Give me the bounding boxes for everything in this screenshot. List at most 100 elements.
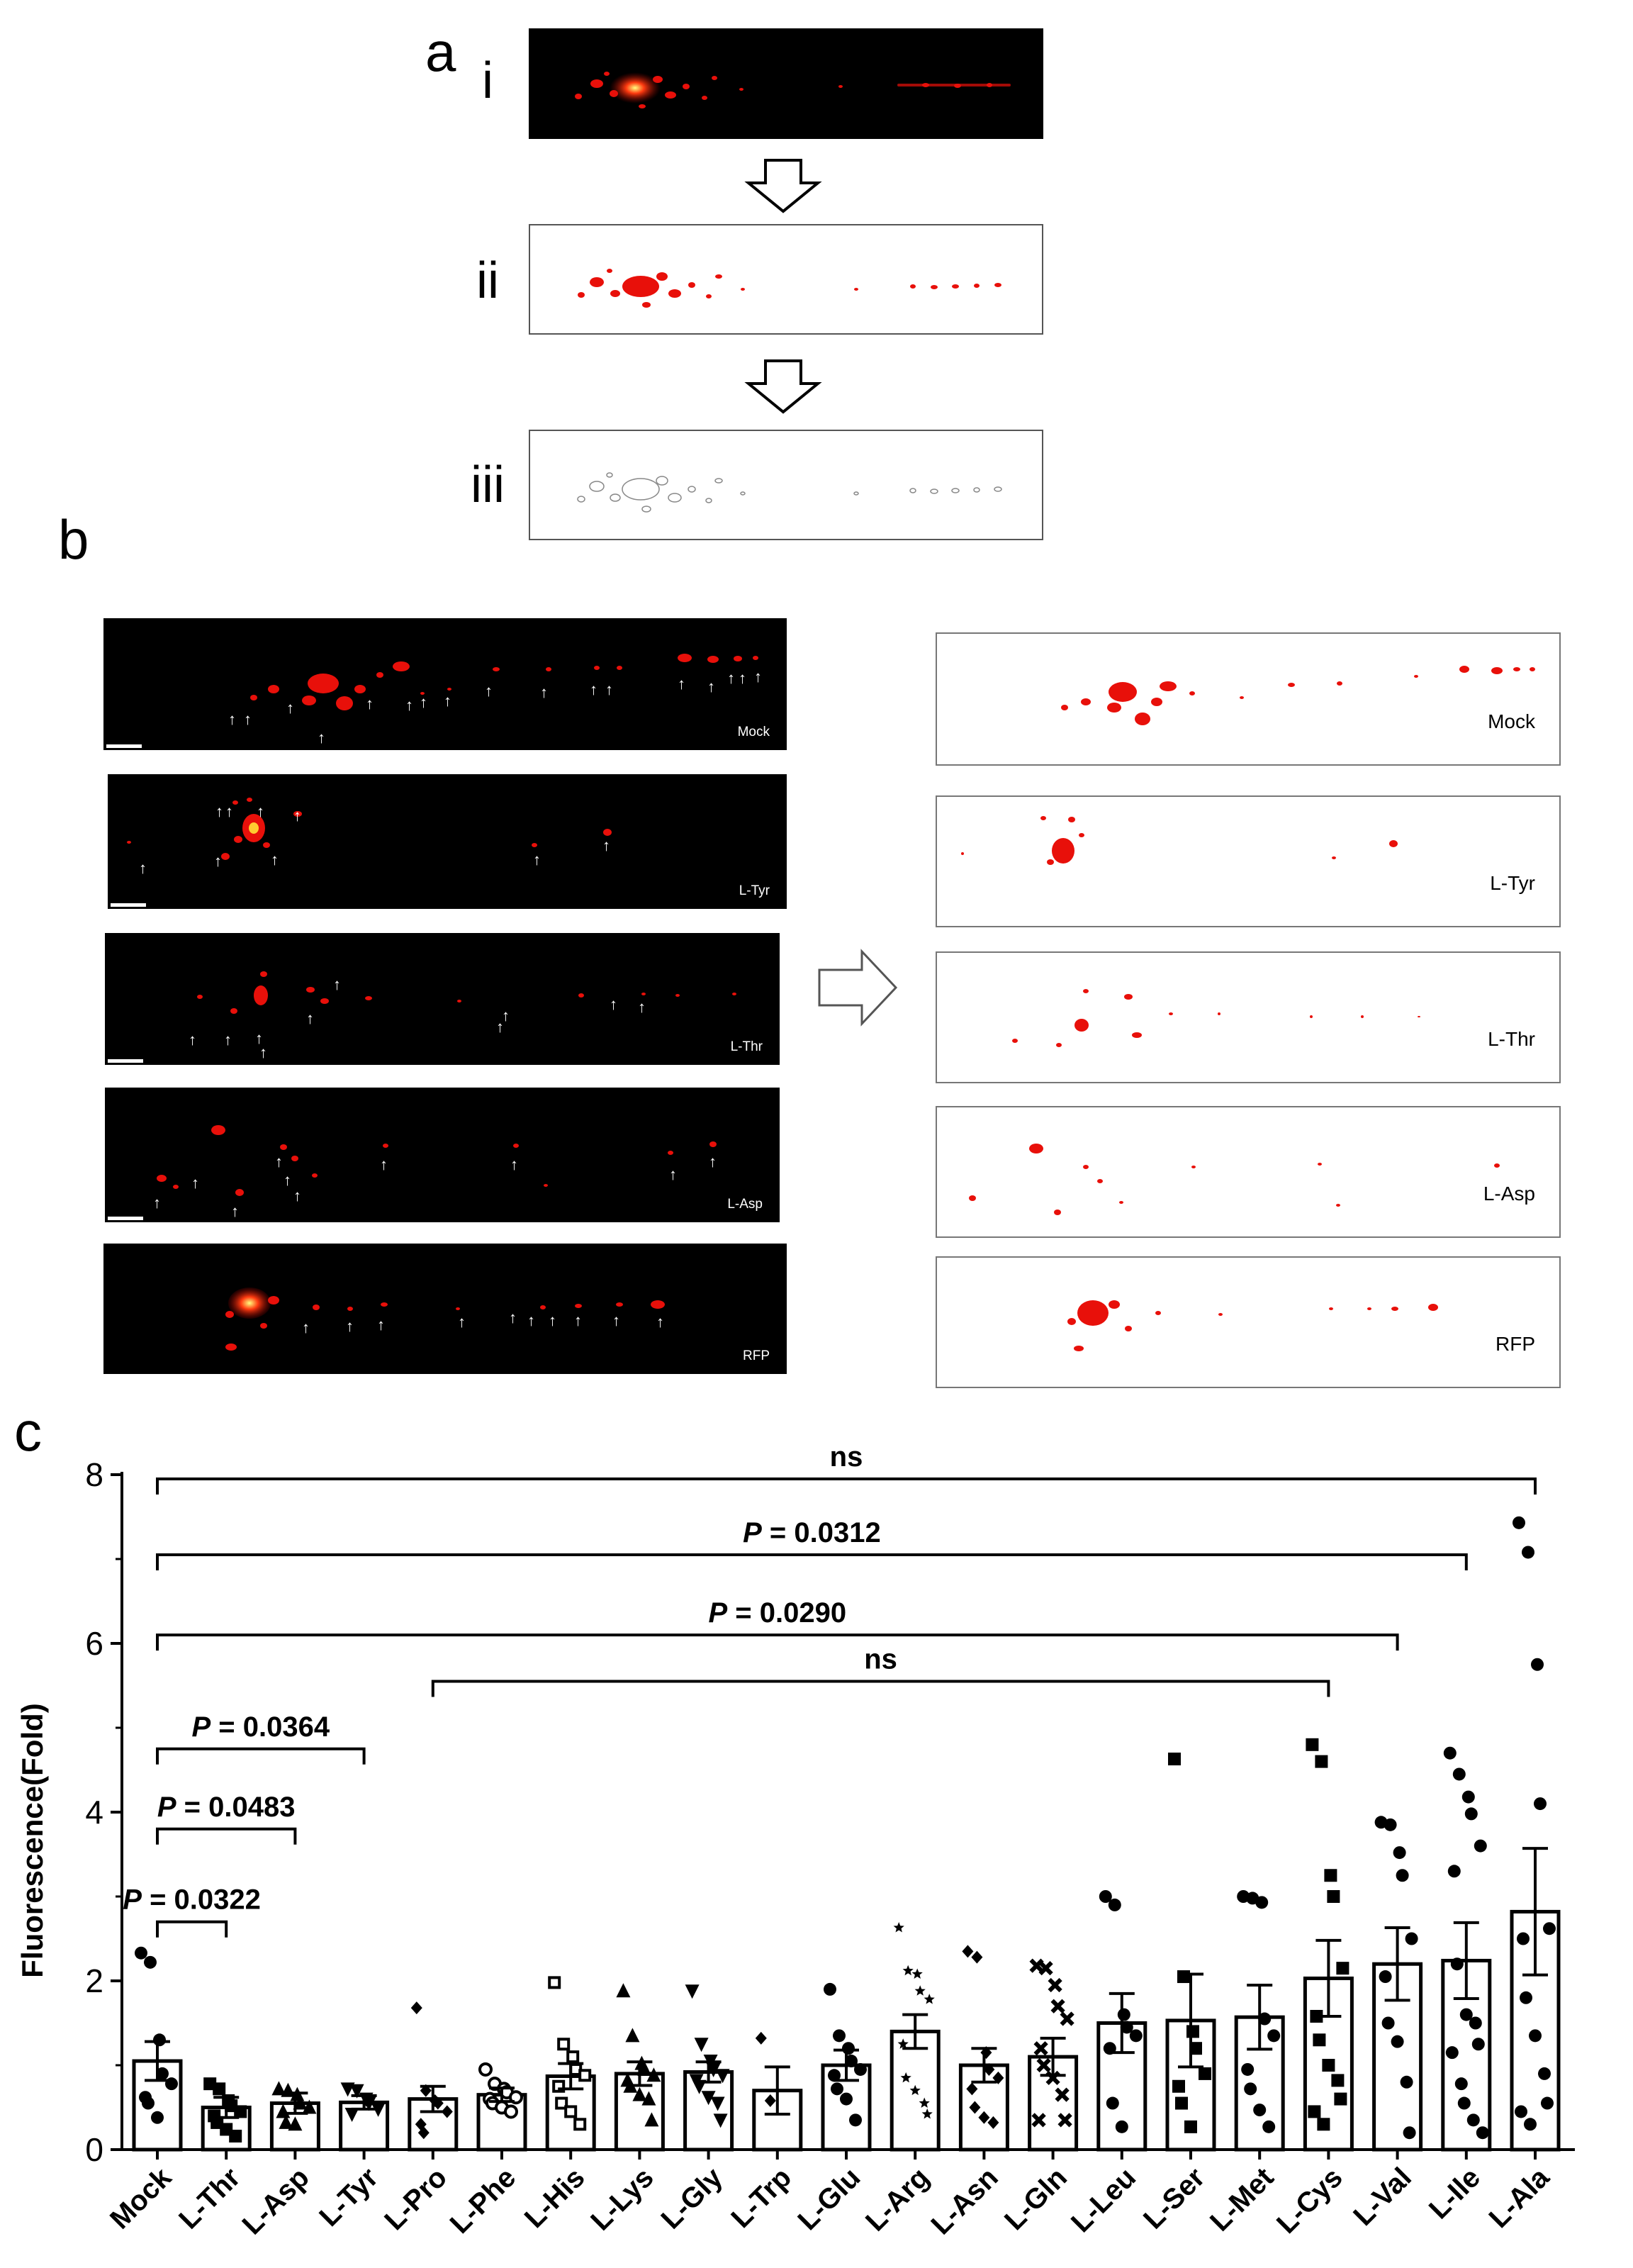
- svg-text:↑: ↑: [739, 669, 746, 687]
- data-point: [1457, 2096, 1471, 2110]
- svg-text:↑: ↑: [605, 681, 613, 698]
- data-point: [1513, 1516, 1525, 1529]
- data-point: [962, 1945, 974, 1958]
- data-point: [1543, 1922, 1556, 1935]
- significance-bracket: [156, 1633, 1399, 1651]
- data-point: [135, 1946, 147, 1960]
- data-point: [557, 2038, 571, 2051]
- data-point: [1529, 2029, 1542, 2043]
- l-thr-threshold-image: L-Thr: [936, 951, 1561, 1083]
- data-point: [1129, 2029, 1143, 2043]
- svg-text:↑: ↑: [284, 1171, 291, 1189]
- svg-text:↑: ↑: [191, 1174, 199, 1192]
- mock-threshold-label: Mock: [1488, 710, 1535, 732]
- data-point: [578, 2069, 592, 2082]
- scale-bar: [106, 744, 142, 748]
- rfp-threshold-label: RFP: [1495, 1333, 1535, 1355]
- data-point: [1393, 1846, 1406, 1860]
- svg-text:↑: ↑: [612, 1312, 620, 1329]
- white-up-arrow-icon: ↑↑↑ ↑↑↑ ↑↑↑ ↑: [153, 1153, 717, 1220]
- data-point: [1517, 1932, 1530, 1945]
- data-point: [1177, 1970, 1190, 1984]
- data-point: [914, 1985, 926, 1996]
- significance-bracket: [156, 1827, 297, 1845]
- data-point: [1322, 2059, 1335, 2072]
- data-point: [1317, 2118, 1330, 2131]
- l-asp-raw-label: L-Asp: [727, 1197, 763, 1212]
- data-point: [420, 2084, 432, 2097]
- data-point: [478, 2062, 493, 2077]
- data-point: [987, 2116, 999, 2129]
- x-tick-label: L-Arg: [860, 2162, 936, 2238]
- data-point: [1384, 1818, 1397, 1831]
- significance-label: ns: [830, 1441, 863, 1473]
- data-point: [1334, 2092, 1347, 2106]
- data-point: [1461, 1790, 1475, 1804]
- data-point: [151, 2111, 164, 2124]
- data-point: [1029, 1958, 1044, 1973]
- data-point: [685, 1984, 700, 1999]
- x-tick-label: L-Cys: [1271, 2162, 1349, 2240]
- mock-threshold-image: Mock: [936, 632, 1561, 766]
- y-tick-label: 8: [85, 1456, 103, 1493]
- l-tyr-raw-label: L-Tyr: [739, 883, 770, 898]
- data-point: [919, 2097, 930, 2108]
- data-point: [1241, 2062, 1255, 2076]
- x-tick-label: L-Phe: [444, 2162, 522, 2240]
- data-point: [911, 1968, 923, 1979]
- data-point: [144, 1955, 157, 1969]
- data-point: [715, 2069, 730, 2084]
- data-point: [1531, 1658, 1544, 1671]
- data-point: [1524, 2118, 1537, 2131]
- data-point: [349, 2084, 364, 2099]
- data-point: [897, 2038, 909, 2049]
- data-point: [1172, 2079, 1185, 2093]
- data-point: [1244, 2082, 1257, 2096]
- data-point: [992, 2071, 1004, 2084]
- data-point: [1396, 1869, 1409, 1882]
- data-point: [971, 1950, 983, 1964]
- svg-text:↑: ↑: [286, 699, 294, 717]
- data-point: [1331, 2074, 1345, 2087]
- svg-text:↑: ↑: [669, 1166, 677, 1183]
- l-asp-threshold-label: L-Asp: [1483, 1183, 1535, 1205]
- data-point: [573, 2118, 587, 2131]
- l-tyr-threshold-image: L-Tyr: [936, 795, 1561, 927]
- svg-text:↑: ↑: [224, 1031, 232, 1049]
- rfp-raw-label: RFP: [743, 1348, 770, 1363]
- data-point: [969, 2101, 981, 2114]
- svg-text:↑: ↑: [527, 1312, 535, 1329]
- data-point: [1186, 2025, 1199, 2038]
- step-i-label: i: [482, 52, 493, 109]
- data-point: [279, 2114, 293, 2129]
- l-thr-raw-image: ↑↑↑ ↑↑↑ ↑↑↑ ↑ L-Thr: [105, 933, 780, 1065]
- svg-text:↑: ↑: [656, 1313, 664, 1331]
- panel-a-raw-image: [529, 28, 1043, 139]
- l-tyr-raw-image: ↑↑↑ ↑↑↑ ↑↑↑ L-Tyr: [108, 774, 787, 909]
- data-point: [288, 2116, 303, 2131]
- svg-text:↑: ↑: [228, 710, 236, 728]
- data-point: [1471, 2038, 1485, 2051]
- x-tick-label: L-Tyr: [313, 2162, 384, 2233]
- svg-text:↑: ↑: [709, 1153, 717, 1171]
- svg-text:↑: ↑: [707, 678, 715, 696]
- data-point: [1031, 2113, 1046, 2128]
- data-point: [978, 2111, 990, 2124]
- data-point: [828, 2069, 841, 2082]
- svg-text:↑: ↑: [510, 1156, 518, 1173]
- x-tick-label: L-Gly: [656, 2162, 729, 2235]
- svg-text:↑: ↑: [444, 692, 451, 710]
- data-point: [616, 1983, 631, 1998]
- white-up-arrow-icon: ↑↑↑ ↑↑↑ ↑↑↑ ↑: [189, 976, 646, 1061]
- svg-text:↑: ↑: [602, 837, 610, 854]
- x-tick-label: Mock: [104, 2162, 178, 2235]
- data-point: [755, 2031, 767, 2045]
- svg-text:↑: ↑: [678, 675, 685, 693]
- data-point: [555, 2096, 568, 2110]
- data-point: [893, 1922, 904, 1933]
- data-point: [1476, 2126, 1489, 2140]
- data-point: [1454, 2077, 1468, 2091]
- y-tick-label: 6: [85, 1625, 103, 1662]
- svg-text:↑: ↑: [610, 995, 617, 1013]
- data-point: [1175, 2096, 1188, 2110]
